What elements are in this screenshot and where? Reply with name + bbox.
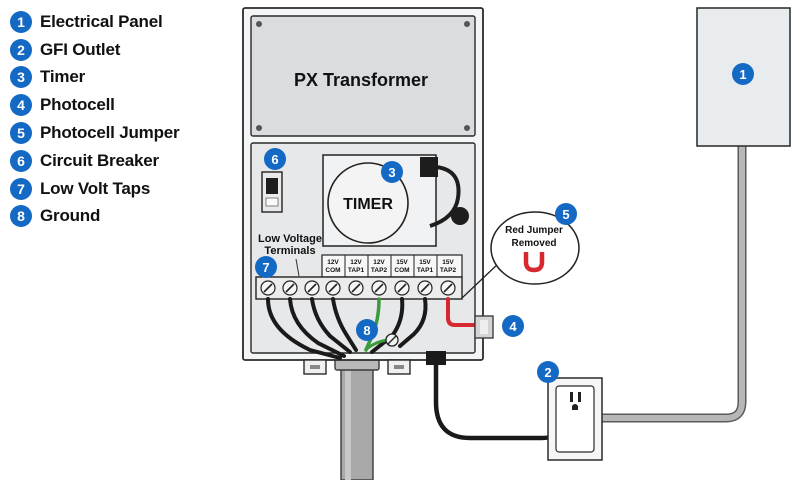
legend-number-badge: 6 xyxy=(10,149,32,172)
tap-label-line2: TAP2 xyxy=(440,267,457,274)
ground-screw xyxy=(364,333,399,352)
terminals-title-line1: Low Voltage xyxy=(258,233,322,245)
legend-label: Photocell xyxy=(40,95,115,115)
legend-number-badge: 4 xyxy=(10,94,32,117)
marker-outlet: 2 xyxy=(537,361,559,383)
transformer-title: PX Transformer xyxy=(294,70,428,90)
legend-label: Circuit Breaker xyxy=(40,150,159,170)
jumper-callout xyxy=(461,211,580,299)
legend-number-badge: 3 xyxy=(10,66,32,89)
panel-conduit xyxy=(602,146,747,423)
legend-item: 7 Low Volt Taps xyxy=(10,175,179,203)
tap-label-line1: 12V xyxy=(350,259,362,266)
legend-item: 4 Photocell xyxy=(10,91,179,119)
timer-label: TIMER xyxy=(343,196,393,213)
marker-number: 5 xyxy=(562,207,569,222)
marker-number: 4 xyxy=(509,319,517,334)
marker-panel: 1 xyxy=(732,63,754,85)
tap-label-strip xyxy=(321,254,463,278)
ground-conduit xyxy=(334,349,380,480)
legend-number-badge: 5 xyxy=(10,122,32,145)
legend-item: 5 Photocell Jumper xyxy=(10,119,180,147)
legend-item: 2 GFI Outlet xyxy=(10,36,179,64)
marker-number: 1 xyxy=(739,67,746,82)
legend-label: Low Volt Taps xyxy=(40,178,151,198)
legend-number-badge: 2 xyxy=(10,38,32,61)
gfi-outlet xyxy=(547,377,603,461)
tap-label-line2: TAP1 xyxy=(417,267,434,274)
legend-number-badge: 1 xyxy=(10,10,32,33)
jumper-callout-line2: Removed xyxy=(511,238,556,249)
marker-taps: 7 xyxy=(255,256,277,278)
marker-jumper: 5 xyxy=(555,203,577,225)
legend-label: Electrical Panel xyxy=(40,11,163,31)
marker-number: 2 xyxy=(544,365,551,380)
marker-timer: 3 xyxy=(381,161,403,183)
legend-item: 6 Circuit Breaker xyxy=(10,147,179,175)
tap-label-line1: 15V xyxy=(442,259,454,266)
circuit-breaker xyxy=(261,171,283,213)
legend-number-badge: 8 xyxy=(10,205,32,228)
legend-label: Photocell Jumper xyxy=(40,123,180,143)
marker-number: 7 xyxy=(262,260,269,275)
marker-breaker: 6 xyxy=(264,148,286,170)
legend-item: 3 Timer xyxy=(10,64,179,92)
tap-label-line2: TAP1 xyxy=(348,267,365,274)
tap-label-line1: 12V xyxy=(373,259,385,266)
legend-label: Ground xyxy=(40,206,101,226)
legend-label: GFI Outlet xyxy=(40,39,121,59)
marker-number: 8 xyxy=(363,323,370,338)
timer-unit xyxy=(322,154,469,247)
legend-item: 1 Electrical Panel xyxy=(10,8,179,36)
legend-number-badge: 7 xyxy=(10,177,32,200)
terminal-block xyxy=(255,276,463,300)
tap-label-line2: COM xyxy=(325,267,340,274)
tap-label-line1: 15V xyxy=(396,259,408,266)
tap-label-line2: TAP2 xyxy=(371,267,388,274)
tap-label-line2: COM xyxy=(394,267,409,274)
marker-ground: 8 xyxy=(356,319,378,341)
legend-label: Timer xyxy=(40,67,85,87)
marker-number: 6 xyxy=(271,152,278,167)
jumper-callout-line1: Red Jumper xyxy=(505,225,563,236)
tap-label-line1: 12V xyxy=(327,259,339,266)
marker-photocell: 4 xyxy=(502,315,524,337)
marker-number: 3 xyxy=(388,165,395,180)
tap-label-line1: 15V xyxy=(419,259,431,266)
legend-item: 8 Ground xyxy=(10,203,179,231)
terminals-title-line2: Terminals xyxy=(264,245,315,257)
photocell xyxy=(474,315,494,339)
